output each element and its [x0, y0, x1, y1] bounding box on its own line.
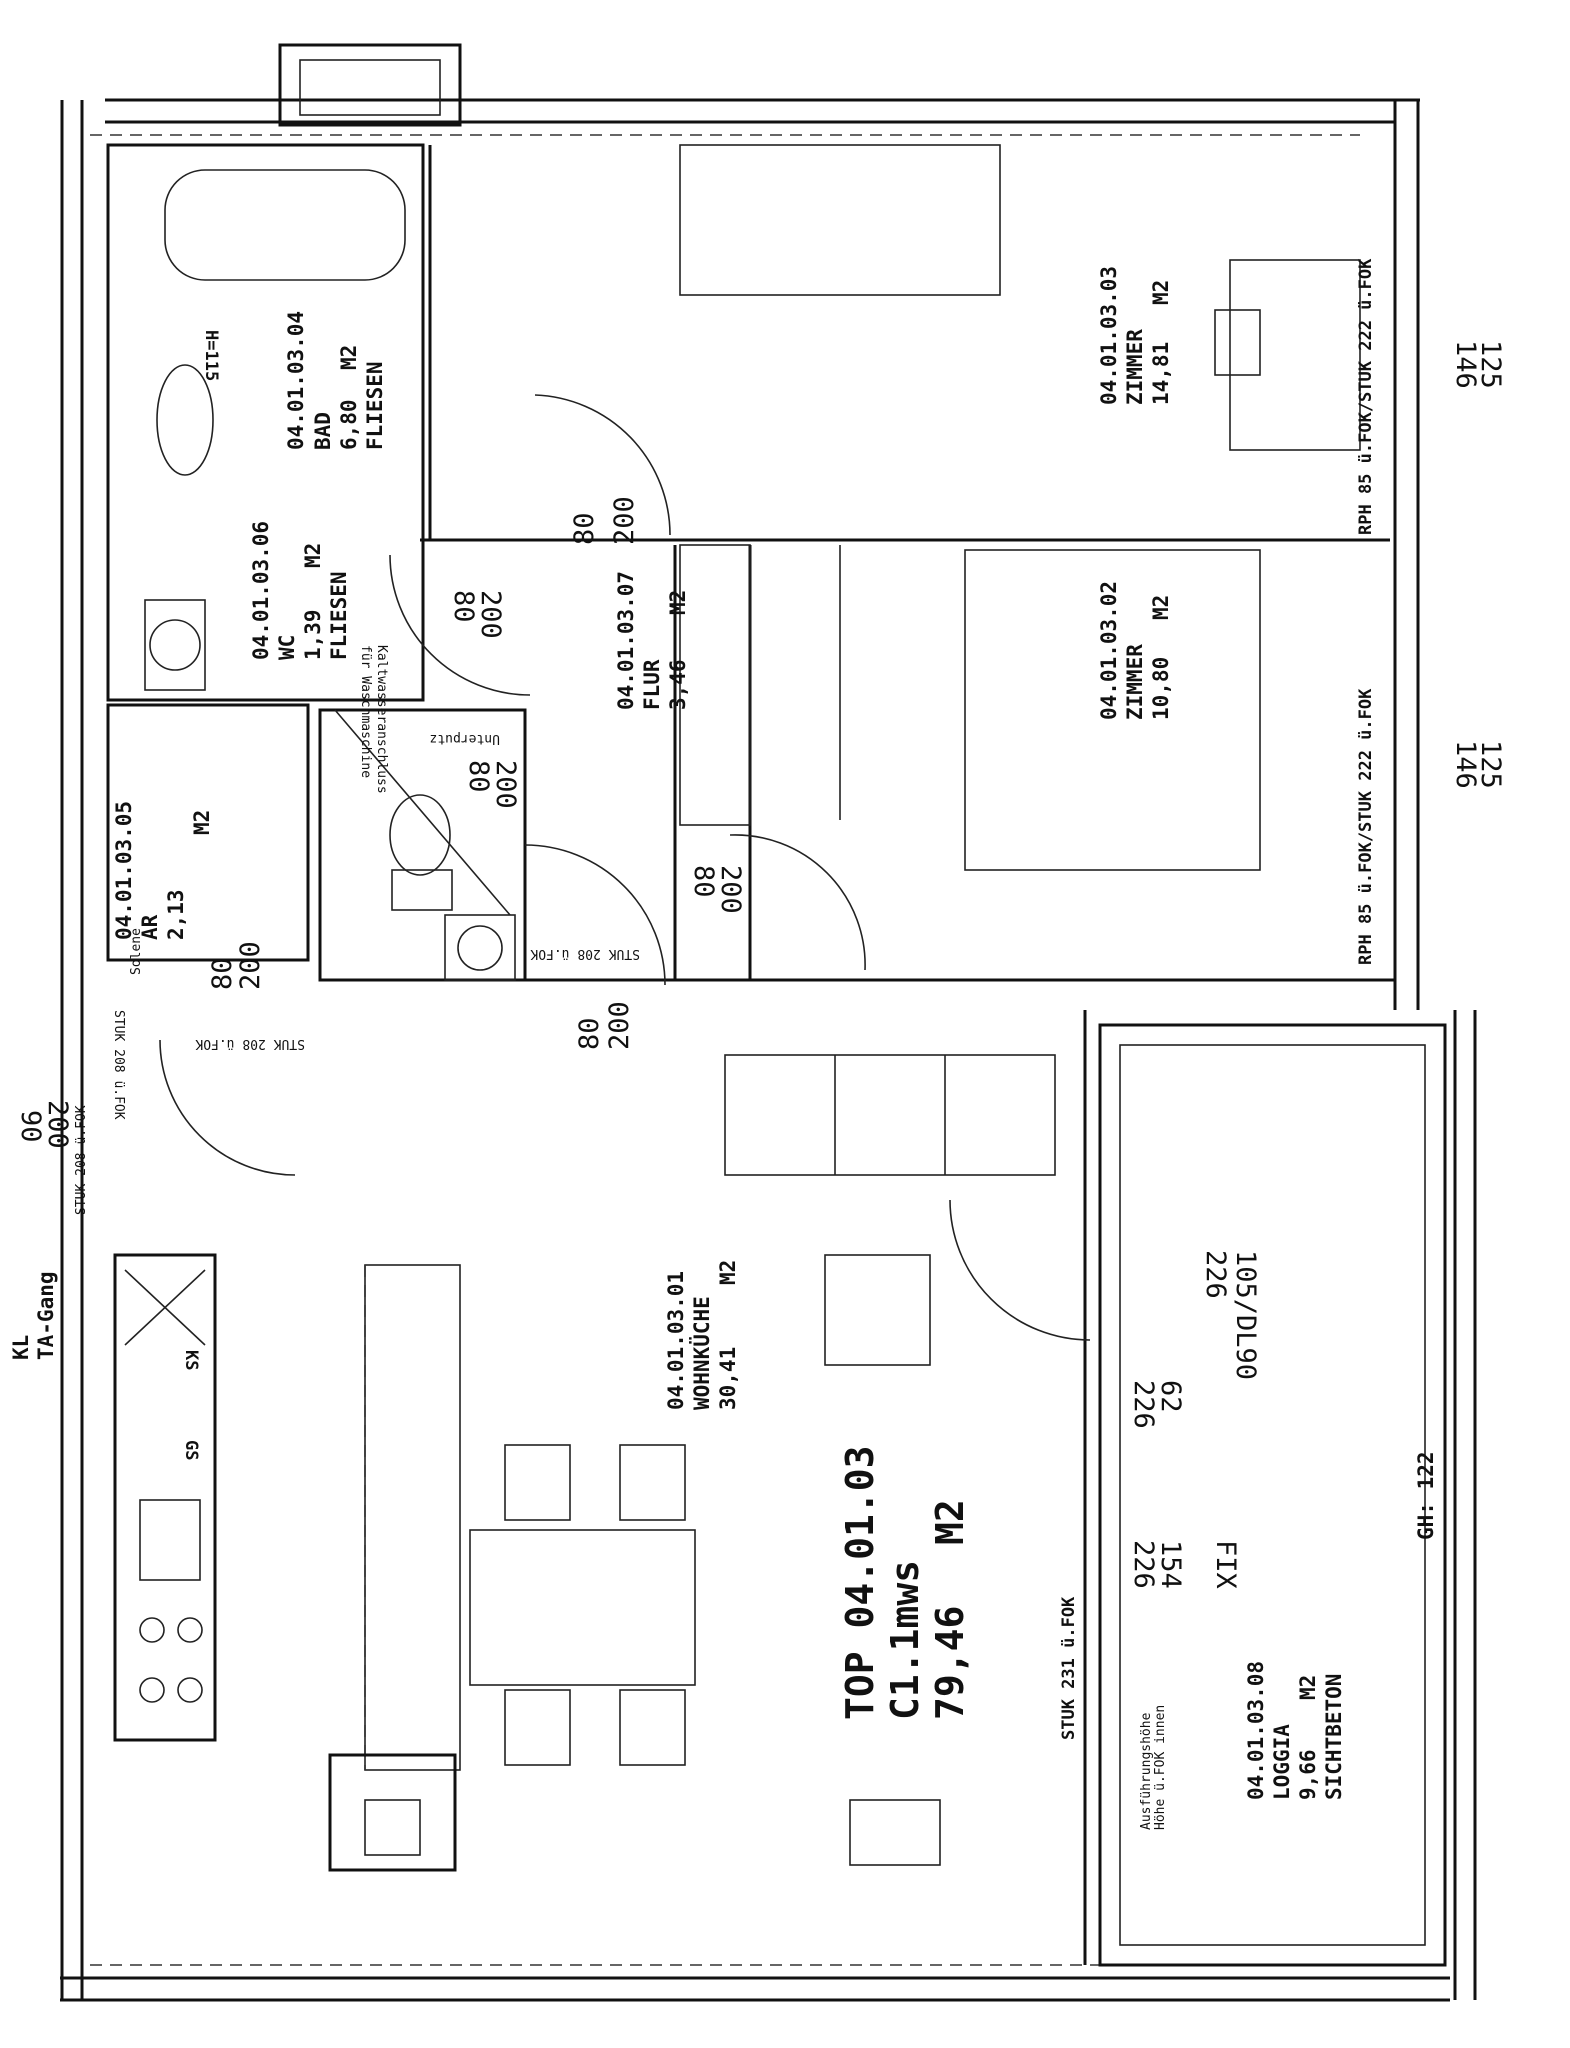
rph-1-note: RPH 85 ü.FOK/STUK 222 ü.FOK	[1356, 258, 1376, 535]
stuk-208-ar-note: STUK 208 ü.FOK	[195, 1036, 305, 1051]
chimney-top	[278, 43, 462, 127]
room-flur-name: FLUR	[640, 659, 664, 710]
room-loggia-finish: SICHTBETON	[1322, 1673, 1346, 1800]
room-wohnkueche-unit: M2	[716, 1259, 740, 1285]
storage-room-outline	[106, 703, 310, 962]
bedroom-furniture	[679, 144, 1361, 871]
room-ar-id: 04.01.03.05	[112, 800, 136, 940]
room-ar-area: 2,13	[164, 889, 188, 940]
ks-label: KS	[181, 1350, 201, 1371]
room-zimmer-02-area: 10,80	[1149, 656, 1173, 720]
door-2-height: 200	[490, 760, 521, 809]
door-5-width: 80	[207, 957, 238, 990]
entry-door-width: 90	[15, 1110, 46, 1143]
door-6-height: 200	[604, 1001, 635, 1050]
room-wc-id: 04.01.03.06	[249, 520, 273, 660]
entry-door-height: 200	[42, 1100, 73, 1149]
kitchen-counter	[113, 1253, 217, 1742]
room-wc-name: WC	[275, 634, 299, 660]
door-4-width: 80	[569, 512, 600, 545]
door-1-height: 200	[475, 590, 506, 639]
loggia-outline	[1083, 1010, 1447, 1967]
door-3-height: 200	[715, 865, 746, 914]
door-4-height: 200	[609, 496, 640, 545]
stuk-208-wc-note: STUK 208 ü.FOK	[530, 946, 640, 961]
room-bad-unit: M2	[337, 344, 361, 370]
room-flur-area: 3,46	[666, 659, 690, 710]
room-wc-unit: M2	[301, 542, 325, 568]
room-zimmer-02-unit: M2	[1149, 594, 1173, 620]
room-zimmer-03-unit: M2	[1149, 279, 1173, 305]
room-loggia-name: LOGGIA	[1270, 1724, 1294, 1800]
room-loggia-area: 9,66	[1296, 1749, 1320, 1800]
living-furniture	[364, 1054, 1056, 1866]
room-zimmer-03-name: ZIMMER	[1123, 329, 1147, 405]
chimney-bottom	[328, 1753, 457, 1872]
gs-label: GS	[181, 1440, 201, 1461]
room-wohnkueche-name: WOHNKÜCHE	[690, 1296, 714, 1410]
ausfuehrung-note: Ausführungshöhe Höhe ü.FOK innen	[1139, 1704, 1169, 1830]
window-2-bottom: 146	[1450, 740, 1481, 789]
room-ar-unit: M2	[190, 809, 214, 835]
stuk-208-corridor-note: STUK 208 ü.FOK	[74, 1105, 89, 1215]
bath-height-note: H=115	[201, 330, 221, 382]
ta-gang-label: TA-Gang	[34, 1271, 58, 1360]
stuk-208-entry-note: STUK 208 ü.FOK	[111, 1010, 126, 1120]
door-swings	[159, 394, 1091, 1341]
unit-area: 79,46	[928, 1605, 972, 1720]
room-zimmer-02-id: 04.01.03.02	[1097, 580, 1121, 720]
unterputz-note: Unterputz	[429, 731, 500, 746]
room-loggia-id: 04.01.03.08	[1244, 1660, 1268, 1800]
unit-type: C1.1mws	[883, 1559, 927, 1720]
loggia-door-height: 226	[1200, 1250, 1231, 1299]
door-1-width: 80	[448, 590, 479, 623]
fix-window-height: 226	[1128, 1540, 1159, 1589]
kaltwasser-note: Kaltwasseranschluss	[374, 645, 389, 794]
rph-2-note: RPH 85 ü.FOK/STUK 222 ü.FOK	[1356, 688, 1376, 965]
kl-label: KL	[9, 1334, 33, 1360]
stuk-231-note: STUK 231 ü.FOK	[1059, 1596, 1079, 1740]
solene-note: Solene	[129, 928, 144, 975]
room-flur-unit: M2	[666, 589, 690, 615]
door-5-height: 200	[235, 941, 266, 990]
door-2-width: 80	[463, 760, 494, 793]
gh-note: GH: 122	[1414, 1451, 1438, 1540]
hallway-outline	[420, 145, 1395, 982]
room-wc-area: 1,39	[301, 609, 325, 660]
window-62-width: 62	[1155, 1380, 1186, 1413]
loggia-door-dl: 105/DL90	[1230, 1250, 1261, 1381]
wc-outline	[318, 708, 527, 982]
room-flur-id: 04.01.03.07	[614, 570, 638, 710]
waschmaschine-note: für Waschmaschine	[358, 645, 373, 779]
bathroom-outline	[106, 143, 425, 702]
window-62-height: 226	[1128, 1380, 1159, 1429]
fix-window-width: 154	[1155, 1540, 1186, 1589]
room-wohnkueche-id: 04.01.03.01	[664, 1270, 688, 1410]
room-wohnkueche-area: 30,41	[716, 1346, 740, 1410]
room-bad-area: 6,80	[337, 399, 361, 450]
room-loggia-unit: M2	[1296, 1674, 1320, 1700]
unit-top: TOP 04.01.03	[838, 1445, 882, 1720]
unit-area-unit: M2	[928, 1499, 972, 1545]
room-wc-finish: FLIESEN	[327, 571, 351, 660]
room-bad-id: 04.01.03.04	[284, 310, 308, 450]
room-zimmer-02-name: ZIMMER	[1123, 644, 1147, 720]
fix-window-label: FIX	[1210, 1540, 1241, 1589]
outer-walls	[60, 98, 1477, 2002]
door-3-width: 80	[688, 865, 719, 898]
room-zimmer-03-area: 14,81	[1149, 341, 1173, 405]
window-1-bottom: 146	[1450, 340, 1481, 389]
room-zimmer-03-id: 04.01.03.03	[1097, 265, 1121, 405]
door-6-width: 80	[574, 1017, 605, 1050]
room-bad-finish: FLIESEN	[363, 361, 387, 450]
room-bad-name: BAD	[311, 412, 335, 450]
